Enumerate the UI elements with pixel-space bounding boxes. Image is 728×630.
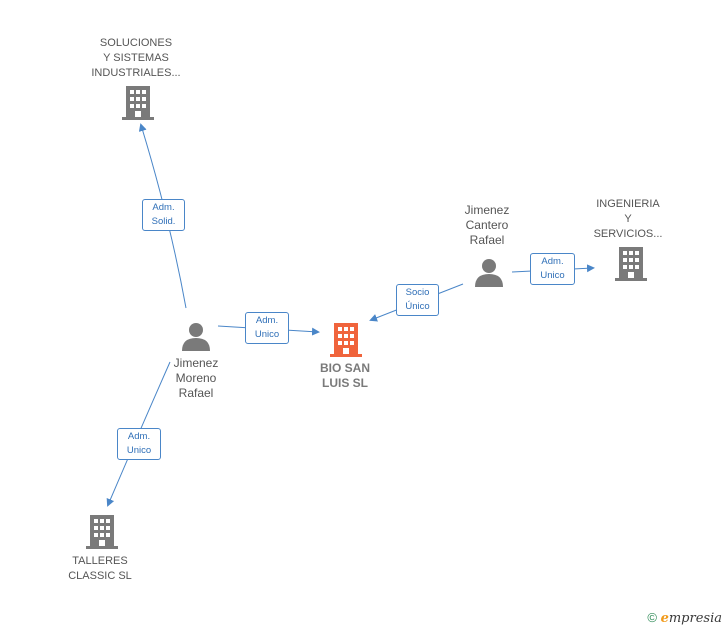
edge-label-cantero-ingenieria[interactable]: Adm. Unico (530, 253, 575, 285)
node-label-soluciones[interactable]: SOLUCIONES Y SISTEMAS INDUSTRIALES... (91, 37, 181, 79)
copyright-icon: © (647, 610, 657, 625)
building-icon[interactable] (615, 245, 647, 281)
person-icon[interactable] (474, 257, 504, 287)
focus-building-icon[interactable] (330, 321, 362, 357)
brand-footer: © empresia (647, 610, 722, 626)
node-label-talleres[interactable]: TALLERES CLASSIC SL (68, 555, 132, 582)
node-label-jimenez-cantero[interactable]: Jimenez Cantero Rafael (464, 203, 510, 247)
node-label-bio-san-luis[interactable]: BIO SAN LUIS SL (319, 361, 370, 390)
brand-logo: empresia (660, 611, 722, 626)
edge-label-moreno-bio[interactable]: Adm. Unico (245, 312, 289, 344)
edge-label-moreno-soluciones[interactable]: Adm. Solid. (142, 199, 185, 231)
edge-label-moreno-talleres[interactable]: Adm. Unico (117, 428, 161, 460)
node-label-jimenez-moreno[interactable]: Jimenez Moreno Rafael (173, 356, 219, 400)
building-icon[interactable] (122, 84, 154, 120)
node-label-ingenieria[interactable]: INGENIERIA Y SERVICIOS... (593, 198, 663, 240)
building-icon[interactable] (86, 513, 118, 549)
edge-label-cantero-bio[interactable]: Socio Único (396, 284, 439, 316)
person-icon[interactable] (181, 321, 211, 351)
